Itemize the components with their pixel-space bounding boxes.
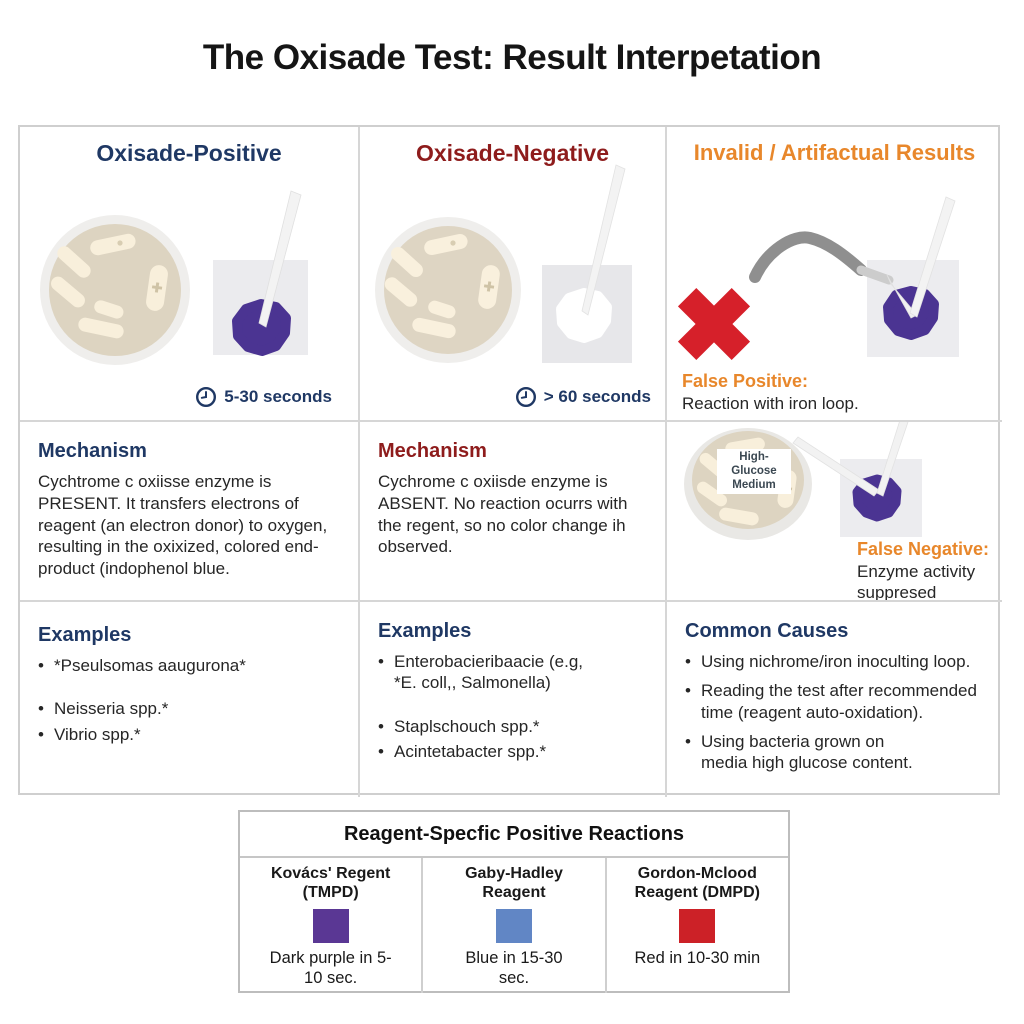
column-header-negative: Oxisade-Negative bbox=[415, 140, 610, 166]
bullet: • bbox=[378, 716, 384, 736]
common-causes-heading: Common Causes bbox=[685, 620, 849, 642]
swab-icon bbox=[258, 190, 302, 328]
timing-row-positive: 5-30 seconds bbox=[195, 386, 332, 408]
reagent-cell-gordon: Gordon-Mclood Reagent (DMPD) Red in 10-3… bbox=[607, 858, 788, 993]
positive-examples-cell: Examples •*Pseulsomas aaugurona* •Neisse… bbox=[20, 602, 360, 797]
mechanism-heading: Mechanism bbox=[378, 440, 487, 462]
bullet: • bbox=[38, 656, 44, 675]
column-header-positive: Oxisade-Positive bbox=[96, 140, 282, 166]
false-negative-label: False Negative: bbox=[857, 539, 990, 559]
column-header-invalid: Invalid / Artifactual Results bbox=[693, 140, 976, 165]
reagent-result: Dark purple in 5-10 sec. bbox=[269, 949, 392, 987]
bullet: • bbox=[685, 652, 691, 671]
reagent-name: Kovács' Regent (TMPD) bbox=[270, 865, 391, 901]
reagent-color-swatch bbox=[312, 909, 349, 943]
main-table: Oxisade-Positive bbox=[18, 125, 1002, 797]
bullet: • bbox=[38, 724, 44, 744]
example-item: •Enterobacieribaacie (e.g, *E. coll,, Sa… bbox=[378, 652, 584, 693]
petri-dish-icon bbox=[40, 215, 190, 365]
swab-icon bbox=[581, 164, 626, 316]
swab-icon bbox=[909, 196, 956, 318]
cause-item: •Using bacteria grown on media high gluc… bbox=[685, 731, 913, 772]
reagent-table: Reagent-Specfic Positive Reactions Kovác… bbox=[238, 810, 790, 993]
reagent-color-swatch bbox=[495, 909, 532, 943]
positive-illustration-cell: Oxisade-Positive bbox=[20, 127, 360, 422]
bullet: • bbox=[378, 652, 384, 671]
cause-item: •Reading the test after recommended time… bbox=[685, 681, 977, 722]
example-item: •Acintetabacter spp.* bbox=[378, 741, 547, 761]
clock-icon bbox=[515, 386, 536, 408]
positive-mechanism-cell: Mechanism Cychtrome c oxiisse enzyme is … bbox=[20, 422, 360, 602]
reagent-result: Blue in 15-30 sec. bbox=[465, 949, 563, 987]
false-positive-caption: False Positive: Reaction with iron loop. bbox=[682, 370, 859, 415]
purple-reaction-spot-icon bbox=[232, 299, 291, 356]
bullet: • bbox=[685, 681, 691, 701]
petri-label: High-Glucose Medium bbox=[717, 449, 791, 495]
invalid-illustration-cell: Invalid / Artifactual Results False Posi… bbox=[667, 127, 1002, 422]
negative-result-illustration bbox=[375, 164, 632, 363]
white-no-reaction-spot-icon bbox=[556, 288, 612, 343]
example-item: •Neisseria spp.* bbox=[38, 699, 169, 719]
reagent-cell-kovacs: Kovács' Regent (TMPD) Dark purple in 5-1… bbox=[240, 858, 424, 993]
reagent-name: Gordon-Mclood Reagent (DMPD) bbox=[634, 865, 760, 901]
negative-illustration-cell: Oxisade-Negative bbox=[360, 127, 667, 422]
timing-label: 5-30 seconds bbox=[224, 387, 332, 406]
cause-item: •Using nichrome/iron inoculting loop. bbox=[685, 652, 971, 671]
false-negative-caption: False Negative: Enzyme activity supprese… bbox=[857, 538, 1002, 602]
positive-result-illustration bbox=[40, 190, 308, 365]
mechanism-text: Cychrome c oxiisde enzyme is ABSENT. No … bbox=[378, 472, 628, 557]
false-positive-illustration bbox=[677, 196, 959, 361]
swab-icon bbox=[876, 422, 909, 497]
timing-label: > 60 seconds bbox=[543, 387, 651, 406]
bullet: • bbox=[378, 741, 384, 761]
negative-examples-cell: Examples •Enterobacieribaacie (e.g, *E. … bbox=[360, 602, 667, 797]
inoculating-loop-icon bbox=[749, 231, 918, 319]
example-item: •*Pseulsomas aaugurona* bbox=[38, 656, 246, 675]
reagent-name: Gaby-Hadley Reagent bbox=[465, 865, 563, 901]
false-positive-text: Reaction with iron loop. bbox=[682, 394, 859, 414]
timing-row-negative: > 60 seconds bbox=[515, 386, 651, 408]
reagent-cell-gaby-hadley: Gaby-Hadley Reagent Blue in 15-30 sec. bbox=[423, 858, 607, 993]
example-item: •Staplschouch spp.* bbox=[378, 716, 540, 736]
mechanism-text: Cychtrome c oxiisse enzyme is PRESENT. I… bbox=[38, 472, 328, 578]
false-negative-cell: High-Glucose Medium False Negative: Enzy… bbox=[667, 422, 1002, 602]
bullet: • bbox=[685, 731, 691, 751]
petri-dish-icon bbox=[375, 217, 521, 363]
false-positive-label: False Positive: bbox=[682, 371, 809, 391]
reagent-result: Red in 10-30 min bbox=[634, 949, 761, 967]
false-negative-text: Enzyme activity suppresed bbox=[857, 561, 976, 602]
red-x-icon bbox=[677, 287, 751, 361]
examples-heading: Examples bbox=[38, 624, 132, 646]
reagent-table-title: Reagent-Specfic Positive Reactions bbox=[240, 812, 788, 858]
negative-mechanism-cell: Mechanism Cychrome c oxiisde enzyme is A… bbox=[360, 422, 667, 602]
common-causes-cell: Common Causes •Using nichrome/iron inocu… bbox=[667, 602, 1002, 797]
example-item: •Vibrio spp.* bbox=[38, 724, 141, 744]
mechanism-heading: Mechanism bbox=[38, 440, 147, 462]
bullet: • bbox=[38, 699, 44, 719]
examples-heading: Examples bbox=[378, 620, 472, 642]
reagent-color-swatch bbox=[679, 909, 716, 943]
clock-icon bbox=[196, 386, 217, 408]
page-title: The Oxisade Test: Result Interpetation bbox=[202, 38, 822, 77]
